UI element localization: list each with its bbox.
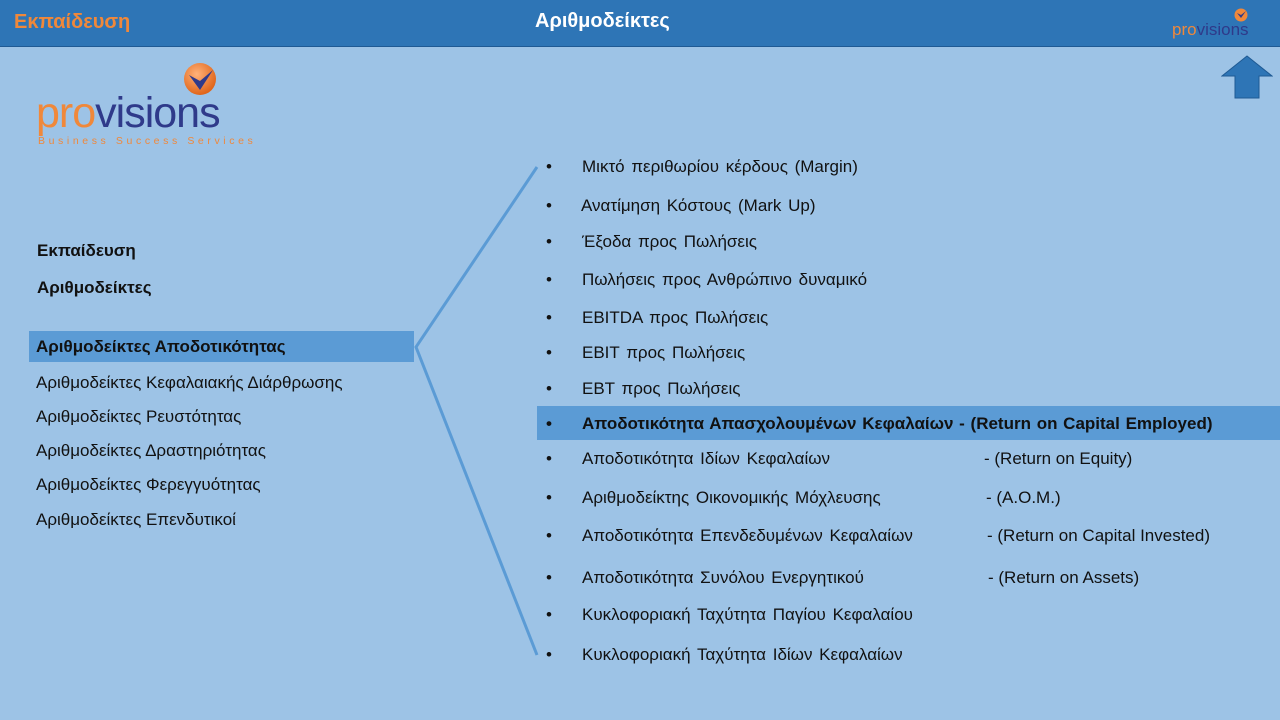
bullet-icon: • — [546, 568, 552, 587]
bullet-icon: • — [546, 449, 552, 468]
category-activity[interactable]: Αριθμοδείκτες Δραστηριότητας — [36, 441, 266, 460]
ratio-name: Κυκλοφοριακή Ταχύτητα Ιδίων Κεφαλαίων — [582, 645, 903, 664]
selected-ratio-highlight — [537, 406, 1280, 440]
ratio-name: EBITDA προς Πωλήσεις — [582, 308, 769, 327]
logo-wordmark: provisions — [36, 89, 220, 137]
ratio-name: Αποδοτικότητα Ιδίων Κεφαλαίων — [582, 449, 831, 468]
provisions-logo: provisions Business Success Services — [36, 63, 256, 147]
ratio-name: Αποδοτικότητα Συνόλου Ενεργητικού — [582, 568, 864, 587]
provisions-small-logo: provisions — [1172, 8, 1249, 39]
ratio-english: - (Return on Assets) — [988, 568, 1140, 587]
ratio-english: - (Return on Equity) — [984, 449, 1133, 468]
bullet-icon: • — [546, 196, 552, 215]
bullet-icon: • — [546, 308, 552, 327]
top-bar: Εκπαίδευση Αριθμοδείκτες provisions — [0, 0, 1280, 47]
ratio-name: Αποδοτικότητα Απασχολουμένων Κεφαλαίων -… — [582, 414, 1213, 433]
bullet-icon: • — [546, 343, 552, 362]
category-liquidity[interactable]: Αριθμοδείκτες Ρευστότητας — [36, 407, 242, 426]
bullet-icon: • — [546, 379, 552, 398]
ratio-english: - (Return on Capital Invested) — [987, 526, 1210, 545]
logo-tagline: Business Success Services — [38, 135, 256, 147]
ratio-name: Ανατίμηση Κόστους (Mark Up) — [581, 196, 816, 215]
bullet-icon: • — [546, 414, 552, 433]
up-arrow-icon[interactable] — [1221, 55, 1273, 99]
ratio-name: Κυκλοφοριακή Ταχύτητα Παγίου Κεφαλαίου — [582, 605, 913, 624]
ratio-english: - (Α.Ο.Μ.) — [986, 488, 1061, 507]
category-investment[interactable]: Αριθμοδείκτες Επενδυτικοί — [36, 510, 236, 529]
bullet-icon: • — [546, 605, 552, 624]
bullet-icon: • — [546, 157, 552, 176]
bullet-icon: • — [546, 526, 552, 545]
ratio-name: EBT προς Πωλήσεις — [582, 379, 741, 398]
bullet-icon: • — [546, 645, 552, 664]
ratio-name: EBIT προς Πωλήσεις — [582, 343, 746, 362]
section-title[interactable]: Εκπαίδευση — [14, 11, 131, 33]
category-solvency[interactable]: Αριθμοδείκτες Φερεγγυότητας — [36, 475, 261, 494]
ratio-name: Μικτό περιθωρίου κέρδους (Margin) — [582, 157, 858, 176]
breadcrumb-level1[interactable]: Εκπαίδευση — [37, 241, 136, 260]
bullet-icon: • — [546, 488, 552, 507]
bullet-icon: • — [546, 232, 552, 251]
bullet-icon: • — [546, 270, 552, 289]
ratio-name: Αποδοτικότητα Επενδεδυμένων Κεφαλαίων — [582, 526, 913, 545]
page-title: Αριθμοδείκτες — [535, 10, 670, 32]
ratio-name: Πωλήσεις προς Ανθρώπινο δυναμικό — [582, 270, 868, 289]
breadcrumb-level2[interactable]: Αριθμοδείκτες — [37, 278, 152, 297]
ratio-name: Έξοδα προς Πωλήσεις — [582, 232, 757, 251]
ratio-name: Αριθμοδείκτης Οικονομικής Μόχλευσης — [582, 488, 881, 507]
small-logo-text: provisions — [1172, 20, 1249, 39]
category-profitability[interactable]: Αριθμοδείκτες Αποδοτικότητας — [29, 331, 414, 362]
category-capital-structure[interactable]: Αριθμοδείκτες Κεφαλαιακής Διάρθρωσης — [36, 373, 343, 392]
